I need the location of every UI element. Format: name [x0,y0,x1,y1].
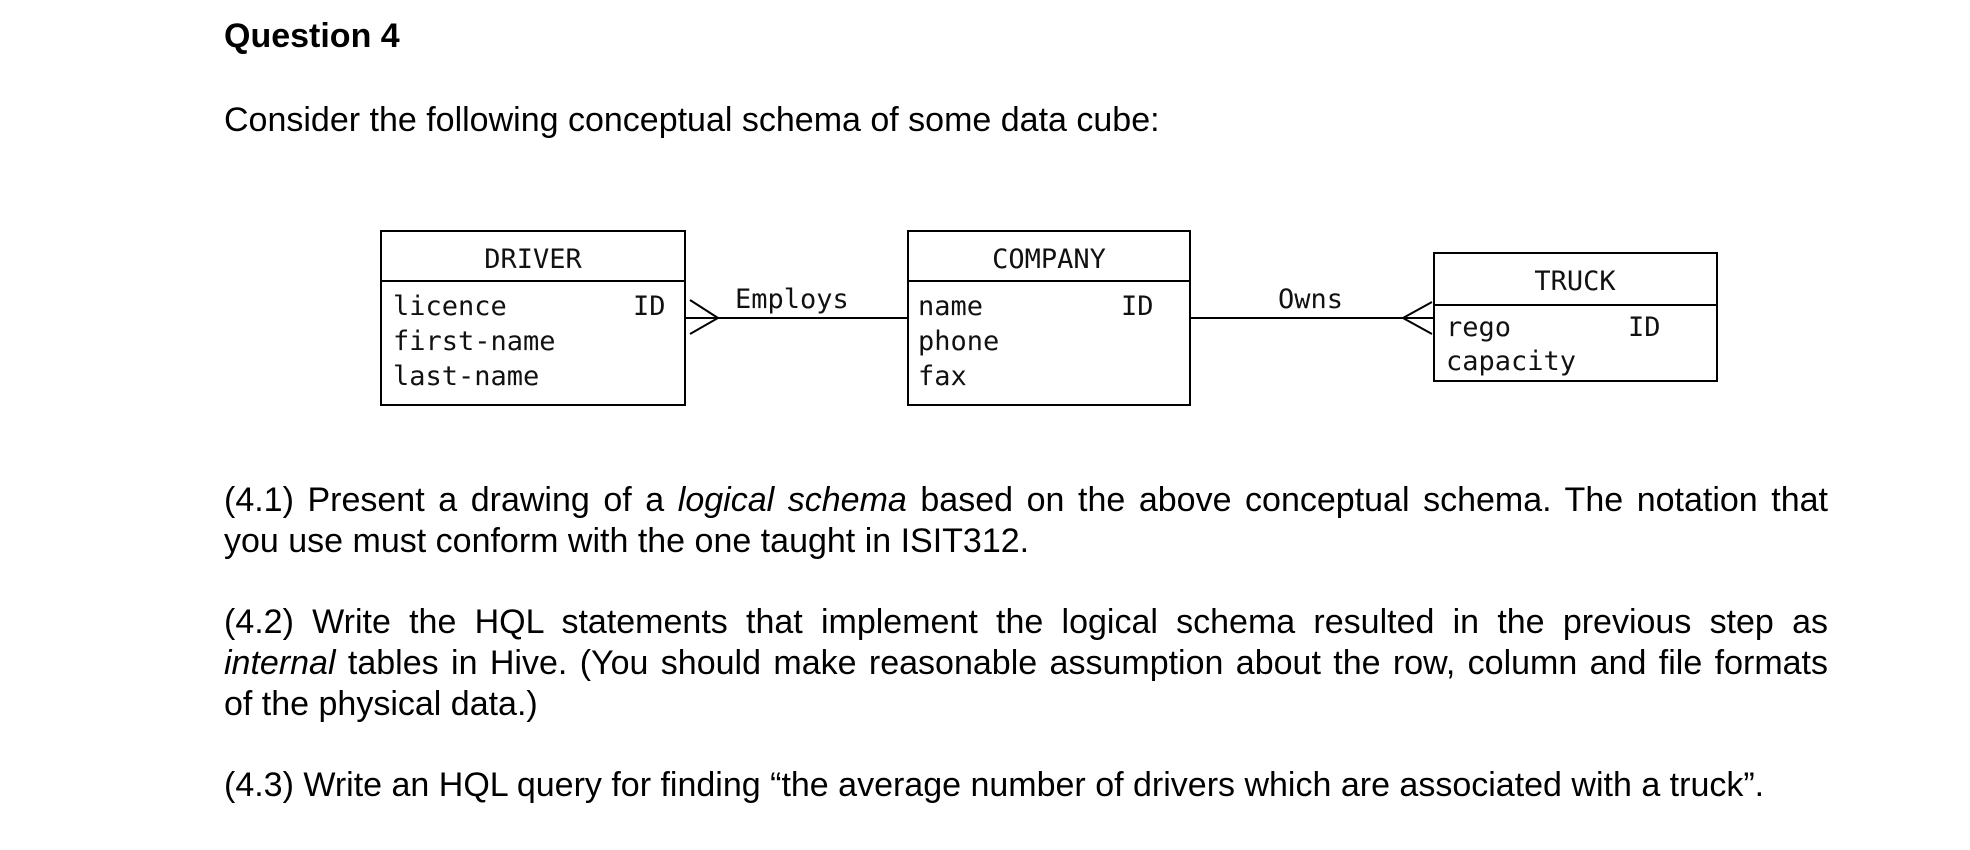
company-attr-name: name [918,291,983,322]
subquestion-4-1-line-1: (4.1) Present a drawing of a logical sch… [224,480,1828,521]
company-attr-fax: fax [918,361,967,392]
question-title: Question 4 [224,17,400,55]
logical-schema-emphasis: logical schema [677,481,907,519]
truck-attr-rego: rego [1446,312,1511,343]
relationship-owns-label: Owns [1278,284,1343,315]
employs-crows-foot [689,299,720,335]
subquestion-4-2: (4.2) Write the HQL statements that impl… [224,602,1828,725]
truck-attr-capacity: capacity [1446,346,1576,377]
internal-emphasis: internal [224,644,336,682]
owns-crows-foot [1400,301,1433,335]
subquestion-4-1-post: based on the above conceptual schema. Th… [906,481,1828,519]
relationship-employs-label: Employs [735,284,849,315]
entity-truck-name: TRUCK [1534,266,1616,297]
truck-id-label: ID [1628,312,1661,343]
driver-attr-licence: licence [393,291,507,322]
entity-driver-name: DRIVER [484,244,582,275]
company-id-label: ID [1121,291,1154,322]
company-attr-phone: phone [918,326,999,357]
entity-company: COMPANY name phone fax ID [907,230,1191,406]
relationship-employs: Employs [685,284,908,335]
subquestion-4-2-line-1: (4.2) Write the HQL statements that impl… [224,603,1828,641]
entity-truck: TRUCK rego capacity ID [1433,252,1718,382]
subquestion-4-1-line-2: you use must conform with the one taught… [224,522,1030,560]
subquestion-4-1-pre: (4.1) Present a drawing of a [224,481,678,519]
driver-attr-last-name: last-name [393,361,539,392]
subquestion-4-2-line-2-rest: tables in Hive. (You should make reasona… [335,644,1828,682]
entity-driver: DRIVER licence first-name last-name ID [380,230,686,406]
driver-id-label: ID [633,291,666,322]
driver-attr-first-name: first-name [393,326,556,357]
subquestion-4-1: (4.1) Present a drawing of a logical sch… [224,480,1828,562]
subquestion-4-2-line-3: of the physical data.) [224,685,538,723]
question-intro: Consider the following conceptual schema… [224,101,1160,139]
entity-company-name: COMPANY [992,244,1106,275]
subquestion-4-3: (4.3) Write an HQL query for finding “th… [224,766,1765,804]
subquestion-4-2-line-2: internal tables in Hive. (You should mak… [224,643,1828,684]
relationship-owns: Owns [1190,284,1434,335]
